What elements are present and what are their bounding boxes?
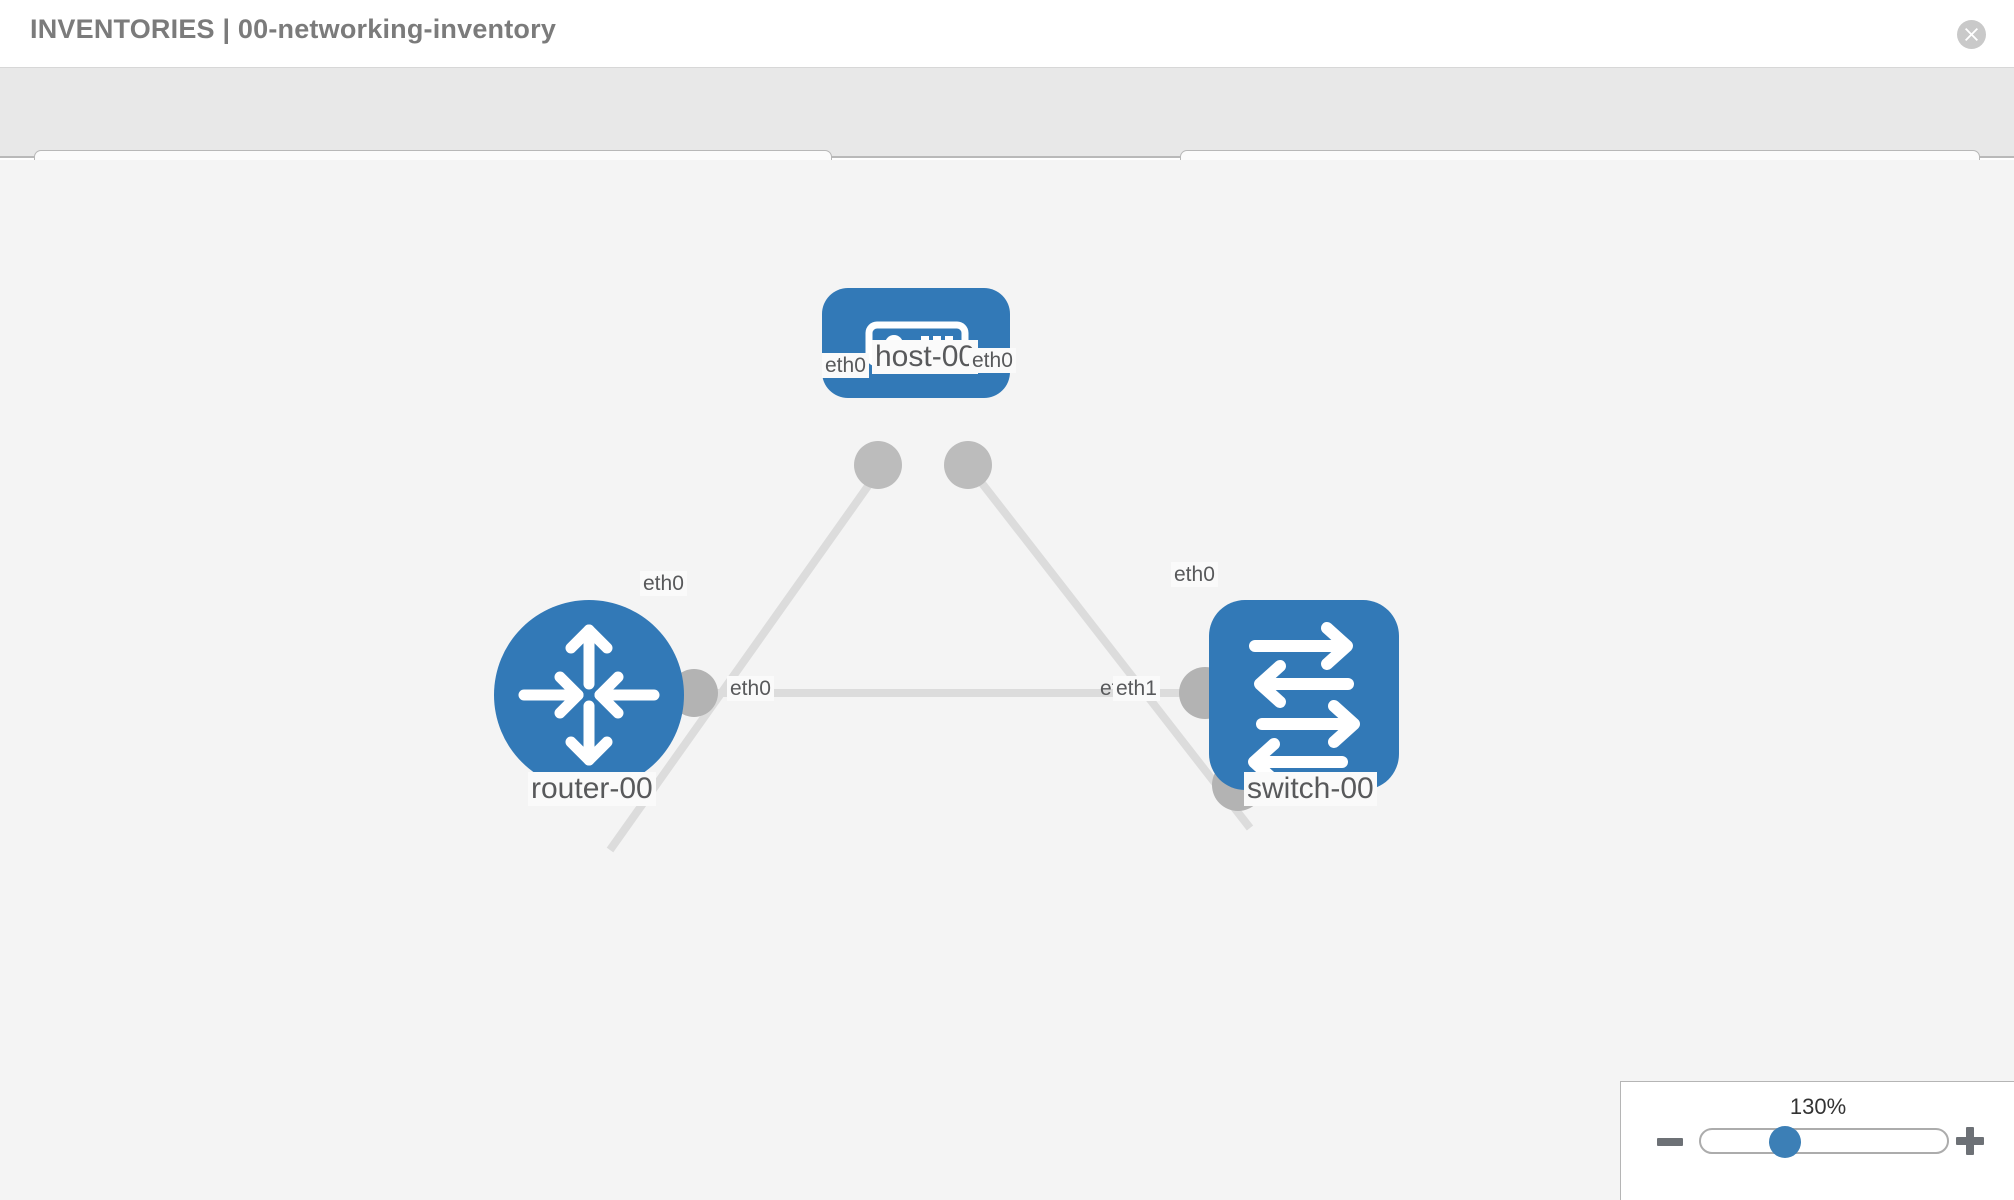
minus-icon[interactable] <box>1657 1138 1683 1146</box>
topology-graph <box>494 288 1399 853</box>
node-label-switch-00: switch-00 <box>1244 772 1377 806</box>
close-icon[interactable] <box>1957 20 1986 49</box>
interface-label-switch-eth0-uplink: eth0 <box>1171 562 1218 587</box>
topology-canvas[interactable]: host-00 router-00 switch-00 eth0 eth0 et… <box>0 160 2014 1200</box>
zoom-control-panel: 130% <box>1620 1081 2014 1200</box>
port-host-left[interactable] <box>854 441 902 489</box>
switch-arrows-icon <box>1248 622 1360 786</box>
link-host-switch[interactable] <box>956 452 1254 831</box>
zoom-percent-label: 130% <box>1789 1094 1847 1119</box>
interface-label-switch-eth1: eth1 <box>1113 676 1160 701</box>
node-label-host-00: host-00 <box>872 340 979 374</box>
router-four-arrows-icon <box>518 624 660 766</box>
node-label-router-00: router-00 <box>528 772 656 806</box>
link-host-router[interactable] <box>606 452 894 853</box>
interface-label-host-eth0-right: eth0 <box>969 348 1016 373</box>
port-host-right[interactable] <box>944 441 992 489</box>
page-header: INVENTORIES | 00-networking-inventory <box>0 0 2014 68</box>
interface-label-host-eth0-left: eth0 <box>822 353 869 378</box>
node-switch-00[interactable] <box>1209 600 1399 790</box>
toolbar: ACTIONS SEARCH <box>0 68 2014 202</box>
plus-icon[interactable] <box>1956 1127 1984 1155</box>
interface-label-router-eth0-uplink: eth0 <box>640 571 687 596</box>
zoom-slider-track[interactable] <box>1699 1128 1949 1154</box>
zoom-slider-thumb[interactable] <box>1769 1126 1801 1158</box>
interface-label-router-eth0: eth0 <box>727 676 774 701</box>
node-router-00[interactable] <box>494 600 684 790</box>
page-title: INVENTORIES | 00-networking-inventory <box>30 14 557 44</box>
